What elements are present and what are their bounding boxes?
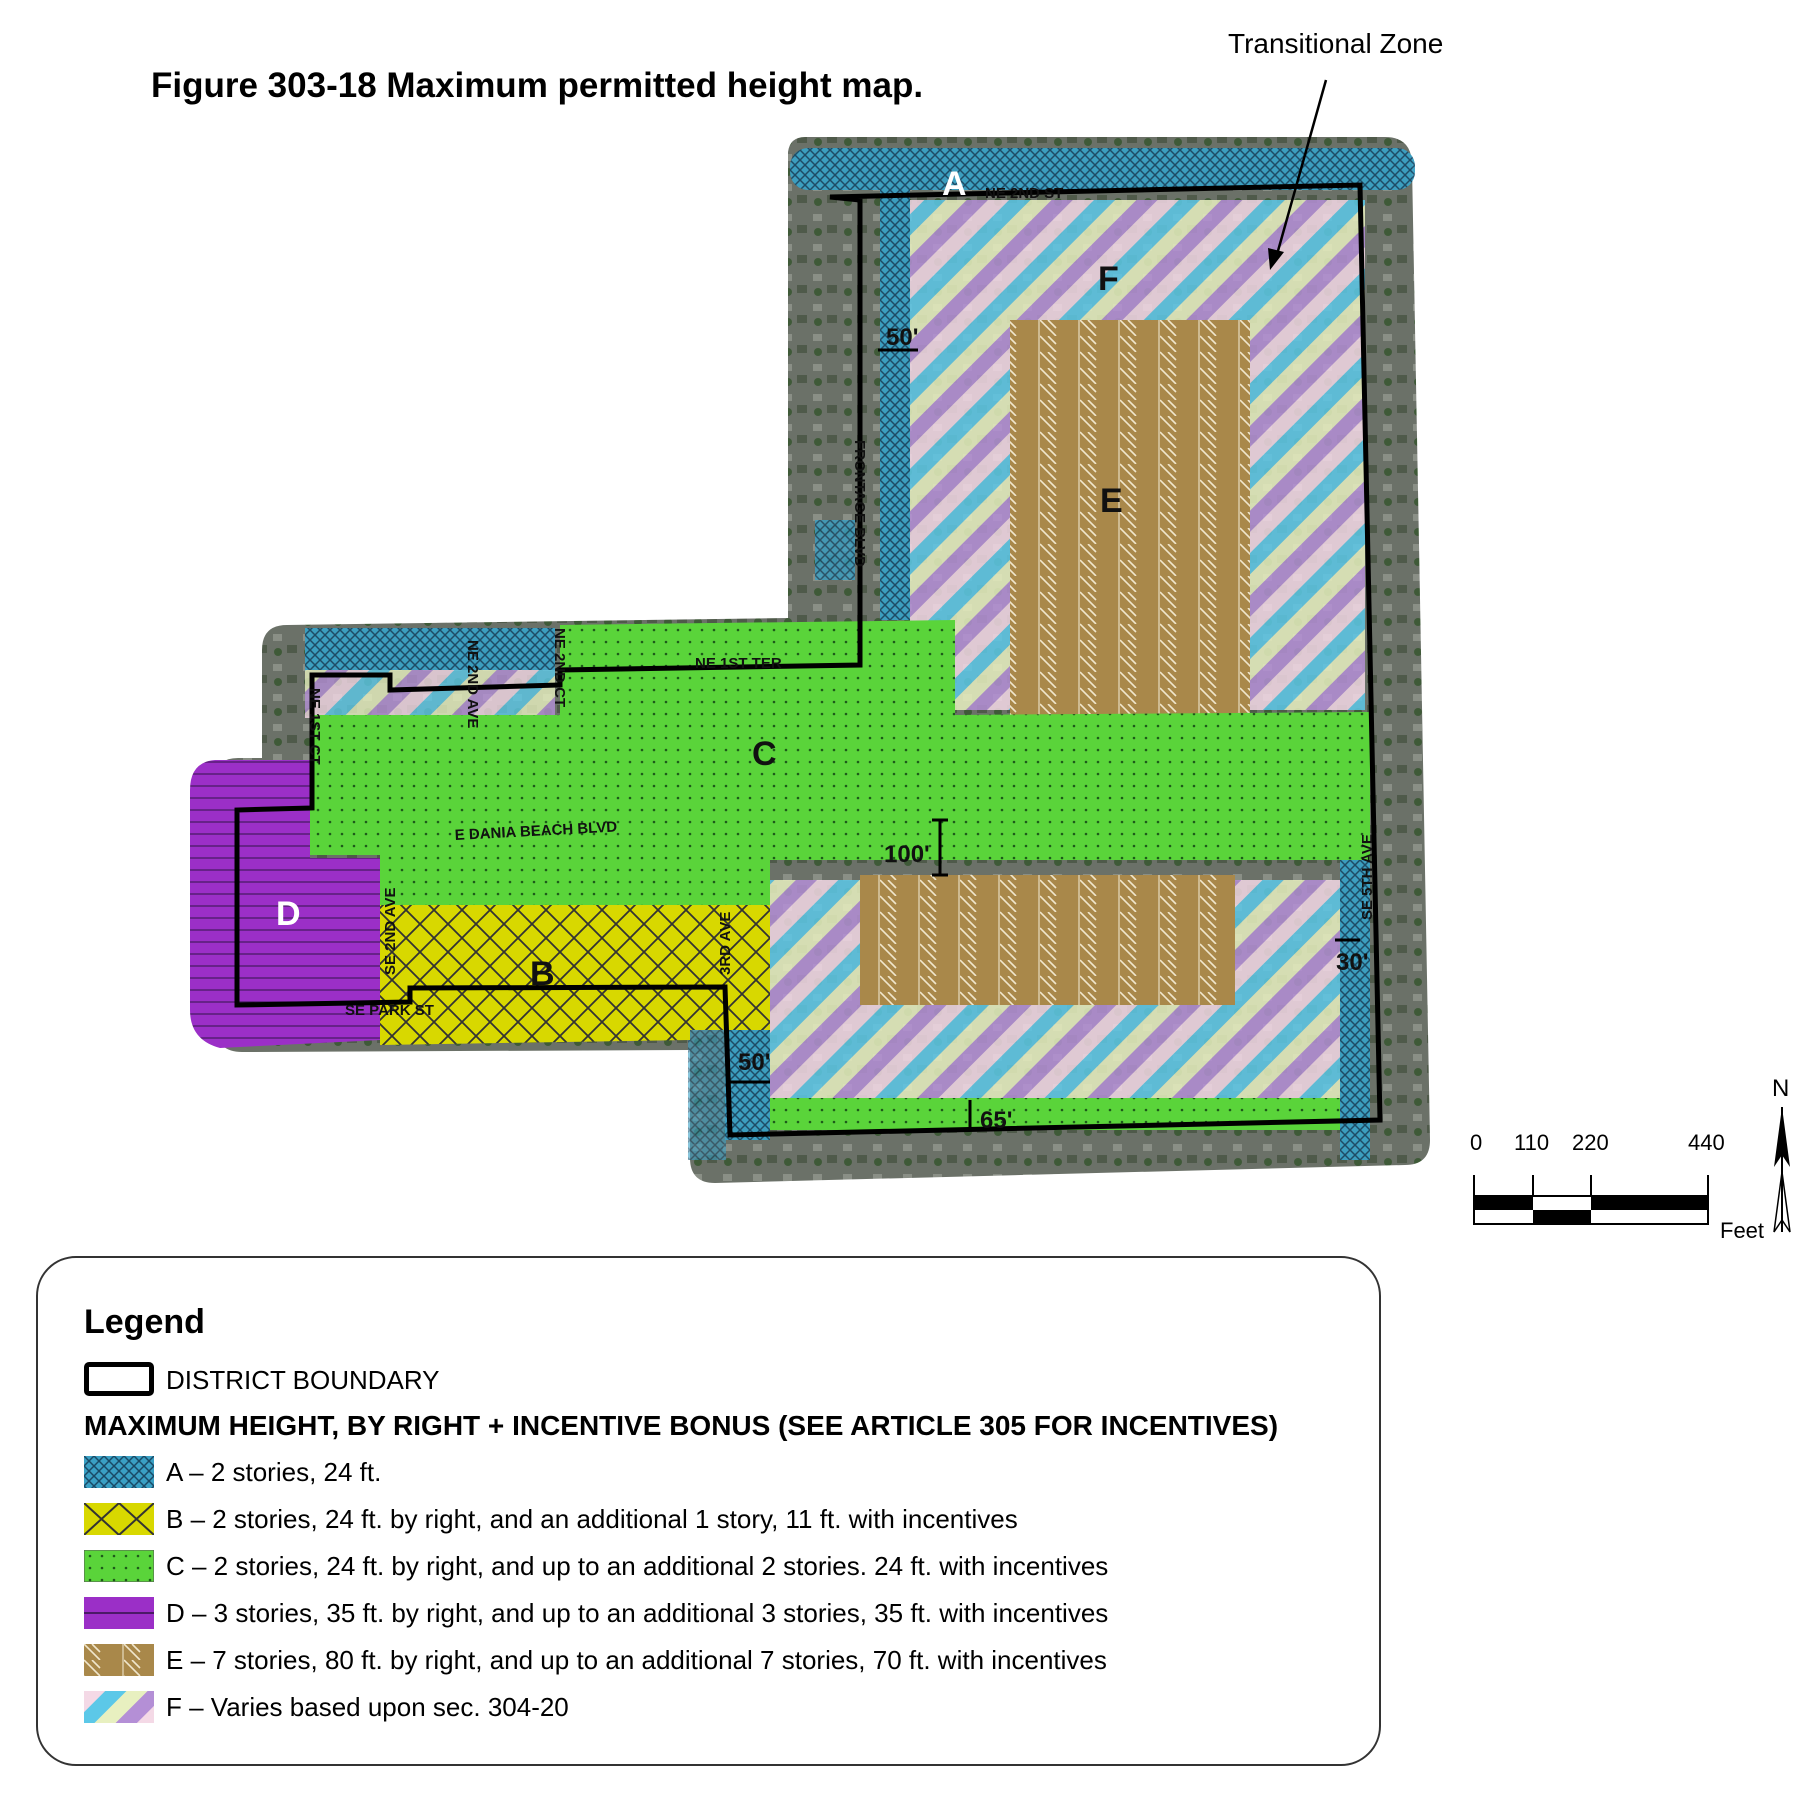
legend-heading: MAXIMUM HEIGHT, BY RIGHT + INCENTIVE BON… [84, 1410, 1279, 1441]
legend-item-a: A – 2 stories, 24 ft. [84, 1456, 1334, 1492]
street-se-park-st: SE PARK ST [345, 1002, 434, 1019]
legend-item-e: E – 7 stories, 80 ft. by right, and up t… [84, 1644, 1334, 1680]
legend-item-e-text: E – 7 stories, 80 ft. by right, and up t… [166, 1645, 1107, 1675]
dimension-label-30: 30' [1336, 949, 1368, 976]
swatch-a [84, 1456, 154, 1488]
street-ne-1st-ter: NE 1ST TER [695, 655, 782, 672]
district-boundary-label: DISTRICT BOUNDARY [166, 1365, 440, 1395]
street-se-5th-ave: SE 5TH AVE [1359, 834, 1376, 920]
swatch-c [84, 1550, 154, 1582]
street-3rd-ave: 3RD AVE [717, 912, 734, 975]
zone-label-a: A [942, 165, 967, 203]
street-ne-2nd-ct: NE 2ND CT [551, 628, 568, 707]
dimension-label-50-north: 50' [886, 324, 918, 351]
north-arrow-icon [1773, 1107, 1791, 1233]
zone-label-c: C [752, 735, 777, 773]
transitional-zone-arrow [1268, 79, 1328, 270]
legend-box: Legend DISTRICT BOUNDARY MAXIMUM HEIGHT,… [36, 1256, 1381, 1766]
legend-item-f: F – Varies based upon sec. 304-20 [84, 1691, 1334, 1727]
dimension-label-100: 100' [884, 841, 930, 868]
dimension-markers [730, 348, 1360, 1130]
legend-item-d: D – 3 stories, 35 ft. by right, and up t… [84, 1597, 1334, 1633]
street-ne-2nd-st: NE 2ND ST [985, 185, 1063, 202]
dimension-label-65: 65' [980, 1107, 1012, 1134]
scale-tick-440: 440 [1688, 1130, 1725, 1155]
zone-b-area [380, 905, 770, 1045]
zone-a-areas [305, 148, 1415, 1160]
height-map: A F E C D B NE 2ND ST FRONTAGE BLVD NE 1… [190, 79, 1430, 1183]
street-se-2nd-ave: SE 2ND AVE [382, 887, 399, 975]
scale-tick-110: 110 [1514, 1130, 1550, 1155]
district-boundary [234, 182, 1383, 1138]
zone-c-area [310, 620, 1370, 1130]
scale-bar: 0 110 220 440 Feet [1470, 1130, 1800, 1280]
zone-label-e: E [1100, 482, 1123, 520]
dimension-label-50-south: 50' [738, 1049, 770, 1076]
transitional-zone-label: Transitional Zone [1228, 28, 1444, 59]
street-ne-1st-ct: NE 1ST CT [306, 688, 323, 765]
zone-label-f: F [1098, 260, 1119, 298]
legend-item-d-text: D – 3 stories, 35 ft. by right, and up t… [166, 1598, 1109, 1628]
legend-item-b: B – 2 stories, 24 ft. by right, and an a… [84, 1503, 1334, 1539]
zone-label-b: B [530, 955, 555, 993]
swatch-f [84, 1691, 154, 1723]
zone-label-d: D [276, 895, 301, 933]
street-frontage: FRONTAGE BLVD [851, 440, 868, 567]
street-ne-2nd-ave: NE 2ND AVE [464, 640, 481, 728]
north-label: N [1772, 1075, 1790, 1102]
legend-title: Legend [84, 1303, 205, 1341]
legend-item-c: C – 2 stories, 24 ft. by right, and up t… [84, 1550, 1334, 1586]
legend-item-f-text: F – Varies based upon sec. 304-20 [166, 1692, 569, 1722]
legend-item-a-text: A – 2 stories, 24 ft. [166, 1457, 382, 1487]
legend-item-c-text: C – 2 stories, 24 ft. by right, and up t… [166, 1551, 1109, 1581]
swatch-e [84, 1644, 154, 1676]
scale-tick-220: 220 [1572, 1130, 1609, 1155]
legend-item-b-text: B – 2 stories, 24 ft. by right, and an a… [166, 1504, 1018, 1534]
scale-unit: Feet [1720, 1218, 1765, 1243]
swatch-d [84, 1597, 154, 1629]
zone-e-areas [860, 320, 1250, 1005]
figure-title: Figure 303-18 Maximum permitted height m… [151, 66, 924, 105]
district-boundary-swatch [84, 1362, 154, 1396]
swatch-b [84, 1503, 154, 1535]
scale-tick-0: 0 [1470, 1130, 1483, 1155]
scale-bar-graphic [1473, 1175, 1709, 1225]
